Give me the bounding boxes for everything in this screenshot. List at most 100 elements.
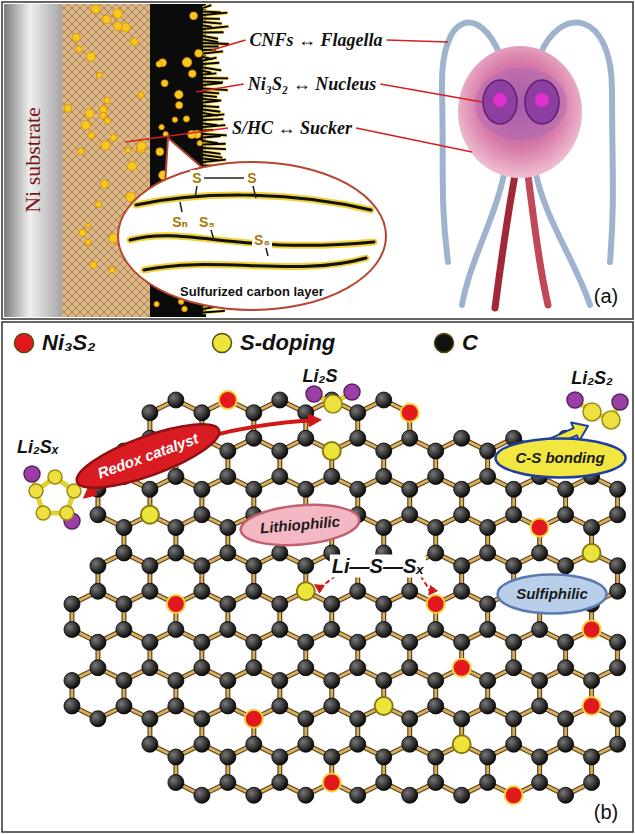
ni3s2-particle — [154, 301, 159, 306]
legend-swatch — [432, 331, 456, 355]
ni3s2-site — [505, 786, 523, 804]
carbon-atom — [64, 698, 80, 714]
ni3s2-particle — [90, 261, 97, 268]
carbon-nanofiber — [203, 106, 219, 107]
carbon-atom — [454, 558, 470, 574]
swatch-circle — [435, 334, 454, 353]
carbon-atom — [558, 481, 574, 497]
carbon-nanofiber — [203, 110, 220, 112]
ni3s2-particle — [159, 124, 164, 129]
ni3s2-site — [427, 595, 445, 613]
ni3s2-particle — [91, 5, 100, 14]
carbon-atom — [246, 660, 262, 676]
molecule-label: Li₂S — [303, 366, 338, 387]
panel-letter: (b) — [592, 801, 620, 824]
carbon-atom — [220, 775, 236, 791]
fiber-glow — [203, 22, 222, 24]
carbon-atom — [324, 622, 340, 638]
flagella — [442, 23, 613, 305]
carbon-atom — [324, 469, 340, 485]
li2sx-molecule — [24, 466, 81, 529]
carbon-atom — [298, 634, 314, 650]
carbon-atom — [194, 481, 210, 497]
legend-label: Ni₃S₂ — [42, 330, 96, 356]
carbon-chain — [136, 195, 371, 210]
carbon-atom — [480, 698, 496, 714]
carbon-atom — [402, 430, 418, 446]
sulfur-dopant — [141, 506, 159, 524]
ni3s2-particle — [109, 234, 119, 244]
carbon-atom — [298, 481, 314, 497]
carbon-halo — [136, 195, 371, 210]
carbon-atom — [350, 583, 366, 599]
carbon-atom — [220, 673, 236, 689]
leader-line — [196, 84, 244, 92]
nucleus-core — [535, 93, 549, 107]
carbon-atom — [480, 520, 496, 536]
ni3s2-particle — [183, 116, 189, 122]
carbon-atom — [272, 698, 288, 714]
carbon-atom — [428, 749, 444, 765]
carbon-atom — [168, 622, 184, 638]
ni3s2-particle — [113, 9, 123, 19]
carbon-atom — [194, 736, 210, 752]
carbon-atom — [298, 405, 314, 421]
carbon-atom — [480, 775, 496, 791]
carbon-atom — [506, 634, 522, 650]
ni3s2-particle — [182, 58, 191, 67]
carbon-atom — [558, 660, 574, 676]
ni3s2-site — [167, 595, 185, 613]
node-label: Sulfiphilic — [516, 585, 588, 602]
carbon-atom — [428, 673, 444, 689]
carbon-atom — [142, 711, 158, 727]
sulfur-label: S₅ — [197, 214, 217, 230]
panel-letter: (a) — [594, 285, 618, 308]
carbon-atom — [376, 443, 392, 459]
fiber-glow — [203, 106, 219, 107]
carbon-atom — [220, 596, 236, 612]
carbon-atom — [428, 469, 444, 485]
carbon-atom — [376, 392, 392, 408]
fiber-glow — [203, 63, 219, 64]
bonding-ellipse: C-S bonding — [494, 437, 627, 479]
carbon-nanofiber — [203, 155, 222, 158]
carbon-atom — [116, 596, 132, 612]
carbon-atom — [142, 481, 158, 497]
ni3s2-site — [453, 659, 471, 677]
ni3s2-particle — [197, 141, 202, 146]
carbon-atom — [194, 405, 210, 421]
carbon-atom — [402, 634, 418, 650]
leader-line — [380, 84, 482, 102]
carbon-atom — [116, 545, 132, 561]
legend-entry: Ni₃S₂ — [12, 329, 96, 357]
carbon-atom — [168, 469, 184, 485]
legend-entry: C — [432, 329, 478, 357]
ni3s2-particle — [85, 239, 91, 245]
swatch-circle — [15, 334, 34, 353]
carbon-atom — [272, 622, 288, 638]
cell-body — [458, 46, 582, 178]
fiber-glow — [203, 51, 223, 53]
carbon-atom — [376, 673, 392, 689]
ni3s2-particle — [138, 92, 144, 98]
ni3s2-particle — [172, 117, 177, 122]
carbon-atom — [246, 558, 262, 574]
carbon-atom — [558, 711, 574, 727]
carbon-atom — [350, 634, 366, 650]
sulfur-label: S₈ — [252, 232, 272, 248]
carbon-atom — [480, 673, 496, 689]
carbon-atom — [584, 775, 600, 791]
fiber-glow — [203, 73, 216, 74]
ni3s2-particle — [175, 90, 183, 98]
sulfur-bond — [204, 177, 244, 179]
carbon-atom — [454, 711, 470, 727]
node-label: C-S bonding — [515, 449, 604, 466]
carbon-atom — [376, 622, 392, 638]
sulfur-dopant — [323, 442, 341, 460]
carbon-atom — [480, 596, 496, 612]
carbon-atom — [428, 520, 444, 536]
carbon-atom — [298, 430, 314, 446]
carbon-atom — [376, 596, 392, 612]
carbon-atom — [90, 660, 106, 676]
carbon-atom — [220, 698, 236, 714]
